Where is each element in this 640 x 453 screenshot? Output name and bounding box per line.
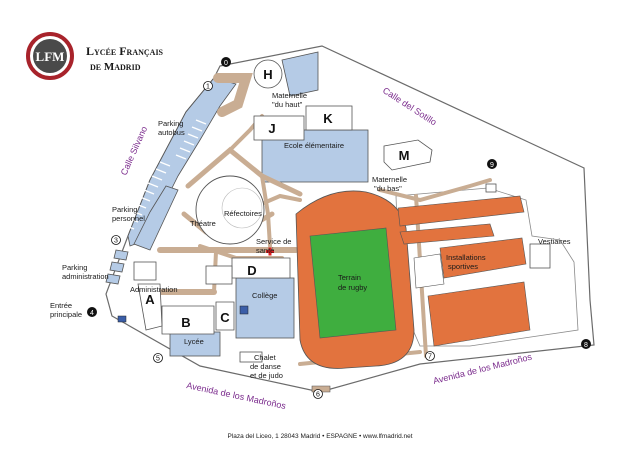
college-annex bbox=[205, 265, 233, 285]
label-chalet-3: et de judo bbox=[250, 371, 283, 380]
vestiaires-building bbox=[529, 243, 551, 269]
building-letter-j: J bbox=[268, 121, 275, 136]
sports-court-top bbox=[397, 195, 525, 227]
first-aid-icon bbox=[266, 247, 274, 256]
street-calle-silvano: Calle Silvano bbox=[119, 125, 150, 177]
entrance-4: 4 bbox=[87, 307, 97, 317]
maternelle-haut-zone bbox=[281, 51, 319, 97]
buildings bbox=[133, 59, 551, 363]
building-m bbox=[383, 139, 433, 171]
label-service-sante-1: Service de bbox=[256, 237, 291, 246]
label-parking-admin-2: administration bbox=[62, 272, 109, 281]
sports-court-bottom bbox=[427, 281, 531, 347]
building-letter-a: A bbox=[145, 292, 155, 307]
label-maternelle-haut-2: "du haut" bbox=[272, 100, 303, 109]
svg-text:4: 4 bbox=[90, 310, 94, 317]
label-ecole-elementaire: Ecole élémentaire bbox=[284, 141, 344, 150]
footer-address: Plaza del Liceo, 1 28043 Madrid • ESPAGN… bbox=[227, 433, 412, 440]
entrance-6: 6 bbox=[313, 389, 323, 399]
label-installations-2: sportives bbox=[448, 262, 478, 271]
label-lycee: Lycée bbox=[184, 337, 204, 346]
street-madronos-left: Avenida de los Madroños bbox=[186, 380, 288, 411]
building-letter-k: K bbox=[323, 111, 333, 126]
entrance-7: 7 bbox=[425, 351, 435, 361]
label-parking-admin-1: Parking bbox=[62, 263, 87, 272]
building-c bbox=[215, 301, 235, 331]
accessibility-icon-entrance bbox=[117, 315, 127, 323]
theatre-building bbox=[195, 175, 265, 245]
label-terrain-1: Terrain bbox=[338, 273, 361, 282]
building-h bbox=[253, 59, 283, 89]
building-letter-m: M bbox=[399, 148, 410, 163]
installations-sportives-building bbox=[439, 237, 527, 279]
logo-line1: Lycée Français bbox=[86, 44, 164, 58]
accessibility-icon bbox=[239, 305, 249, 315]
sports-hall-white bbox=[413, 253, 445, 289]
building-letter-h: H bbox=[263, 67, 272, 82]
svg-text:8: 8 bbox=[584, 342, 588, 349]
administration-annex bbox=[133, 261, 157, 281]
building-k bbox=[305, 105, 353, 131]
building-letter-b: B bbox=[181, 315, 190, 330]
label-service-sante-2: santé bbox=[256, 246, 274, 255]
label-parking-personnel-2: personnel bbox=[112, 214, 145, 223]
building-d bbox=[231, 257, 291, 279]
building-a bbox=[137, 283, 163, 331]
svg-text:7: 7 bbox=[428, 354, 432, 361]
label-chalet-1: Chalet bbox=[254, 353, 277, 362]
label-parking-autobus-2: autobus bbox=[158, 128, 185, 137]
chalet-building bbox=[239, 351, 263, 363]
entrance-9-gate bbox=[485, 183, 497, 193]
sports-court-mid bbox=[399, 223, 495, 245]
parking-admin-stripes bbox=[105, 249, 129, 285]
logo-monogram: LFM bbox=[36, 49, 65, 64]
svg-text:0: 0 bbox=[224, 60, 228, 67]
label-maternelle-haut-1: Maternelle bbox=[272, 91, 307, 100]
label-theatre: Théatre bbox=[190, 219, 216, 228]
label-terrain-2: de rugby bbox=[338, 283, 367, 292]
parking-personnel-zone bbox=[133, 185, 179, 251]
label-maternelle-bas-1: Maternelle bbox=[372, 175, 407, 184]
building-j bbox=[253, 115, 305, 141]
svg-text:3: 3 bbox=[114, 238, 118, 245]
label-administration: Administration bbox=[130, 285, 178, 294]
entrance-1: 1 bbox=[203, 81, 213, 91]
svg-text:9: 9 bbox=[490, 162, 494, 169]
rugby-field bbox=[309, 227, 397, 339]
entrance-3: 3 bbox=[111, 235, 121, 245]
label-entree-1: Entrée bbox=[50, 301, 72, 310]
logo-line2: de Madrid bbox=[90, 61, 141, 73]
parking-stripes bbox=[123, 119, 207, 230]
label-parking-personnel-1: Parking bbox=[112, 205, 137, 214]
refectoires-building bbox=[221, 187, 263, 229]
label-college: Collège bbox=[252, 291, 277, 300]
label-refectoires: Réfectoires bbox=[224, 209, 262, 218]
label-chalet-2: de danse bbox=[250, 362, 281, 371]
entrance-5: 5 bbox=[153, 353, 163, 363]
svg-text:1: 1 bbox=[206, 84, 210, 91]
entrance-9: 9 bbox=[487, 159, 497, 169]
building-letter-c: C bbox=[220, 310, 230, 325]
label-installations-1: Installations bbox=[446, 253, 486, 262]
svg-text:5: 5 bbox=[156, 356, 160, 363]
label-vestiaires: Vestiaires bbox=[538, 237, 571, 246]
ecole-elementaire-zone bbox=[261, 129, 369, 183]
lfm-logo: LFM Lycée Français de Madrid bbox=[26, 32, 164, 80]
entrance-0: 0 bbox=[221, 57, 231, 67]
entrance-8: 8 bbox=[581, 339, 591, 349]
label-parking-autobus-1: Parking bbox=[158, 119, 183, 128]
label-maternelle-bas-2: "du bas" bbox=[374, 184, 402, 193]
building-letter-d: D bbox=[247, 263, 256, 278]
svg-text:6: 6 bbox=[316, 392, 320, 399]
label-entree-2: principale bbox=[50, 310, 82, 319]
